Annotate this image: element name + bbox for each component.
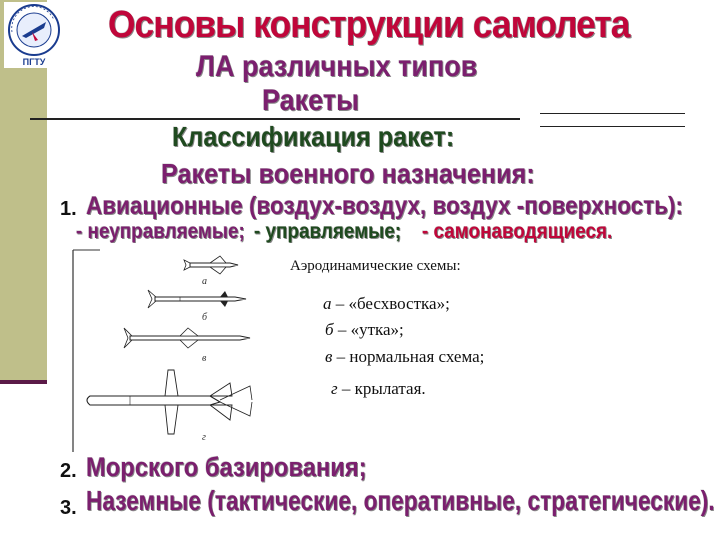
- missile-v-drawing: [123, 327, 251, 349]
- figure-label-a: а: [202, 276, 207, 287]
- scheme-b-text: – «утка»;: [333, 320, 404, 339]
- type-guided: - управляемые;: [254, 220, 402, 243]
- scheme-g-text: – крылатая.: [337, 379, 426, 398]
- scheme-g-letter: г: [331, 379, 338, 398]
- missile-g-drawing: [86, 369, 253, 435]
- scheme-a: а – «бесхвостка»;: [323, 294, 450, 314]
- header-rule-double: [540, 113, 685, 127]
- scheme-g: г – крылатая.: [331, 379, 426, 399]
- scheme-b: б – «утка»;: [325, 320, 404, 340]
- item2-number: 2.: [60, 460, 77, 482]
- military-heading: Ракеты военного назначения:: [161, 158, 535, 189]
- classification-heading: Классификация ракет:: [172, 121, 455, 152]
- scheme-v: в – нормальная схема;: [325, 347, 484, 367]
- scheme-b-letter: б: [325, 320, 334, 339]
- subtitle-rockets: Ракеты: [262, 84, 360, 117]
- missile-b-drawing: [147, 289, 247, 309]
- header-rule: [30, 118, 520, 120]
- university-logo: ПГТУ: [4, 2, 64, 68]
- type-homing: - самонаводящиеся.: [422, 220, 613, 243]
- missile-a-drawing: [183, 255, 239, 275]
- item1-label: Авиационные (воздух-воздух, воздух -пове…: [86, 192, 684, 220]
- figure-caption: Аэродинамические схемы:: [290, 258, 461, 274]
- scheme-v-text: – нормальная схема;: [332, 347, 485, 366]
- subtitle-aircraft-types: ЛА различных типов: [196, 50, 478, 83]
- figure-label-b: б: [202, 312, 208, 323]
- figure-label-v: в: [202, 353, 207, 364]
- logo-text: ПГТУ: [23, 57, 46, 67]
- scheme-a-text: – «бесхвостка»;: [331, 294, 450, 313]
- page-title: Основы конструкции самолета: [108, 4, 630, 46]
- type-unguided: - неуправляемые;: [76, 220, 245, 243]
- scheme-v-letter: в: [325, 347, 333, 366]
- scheme-a-letter: а: [323, 294, 332, 313]
- figure-label-g: г: [202, 432, 206, 443]
- item1-number: 1.: [60, 198, 77, 220]
- item2-label: Морского базирования;: [86, 452, 367, 482]
- item3-number: 3.: [60, 497, 77, 519]
- sidebar-divider: [0, 380, 47, 384]
- aerodynamic-schemes-figure: а б в г: [72, 249, 253, 452]
- item3-label: Наземные (тактические, оперативные, стра…: [86, 485, 715, 516]
